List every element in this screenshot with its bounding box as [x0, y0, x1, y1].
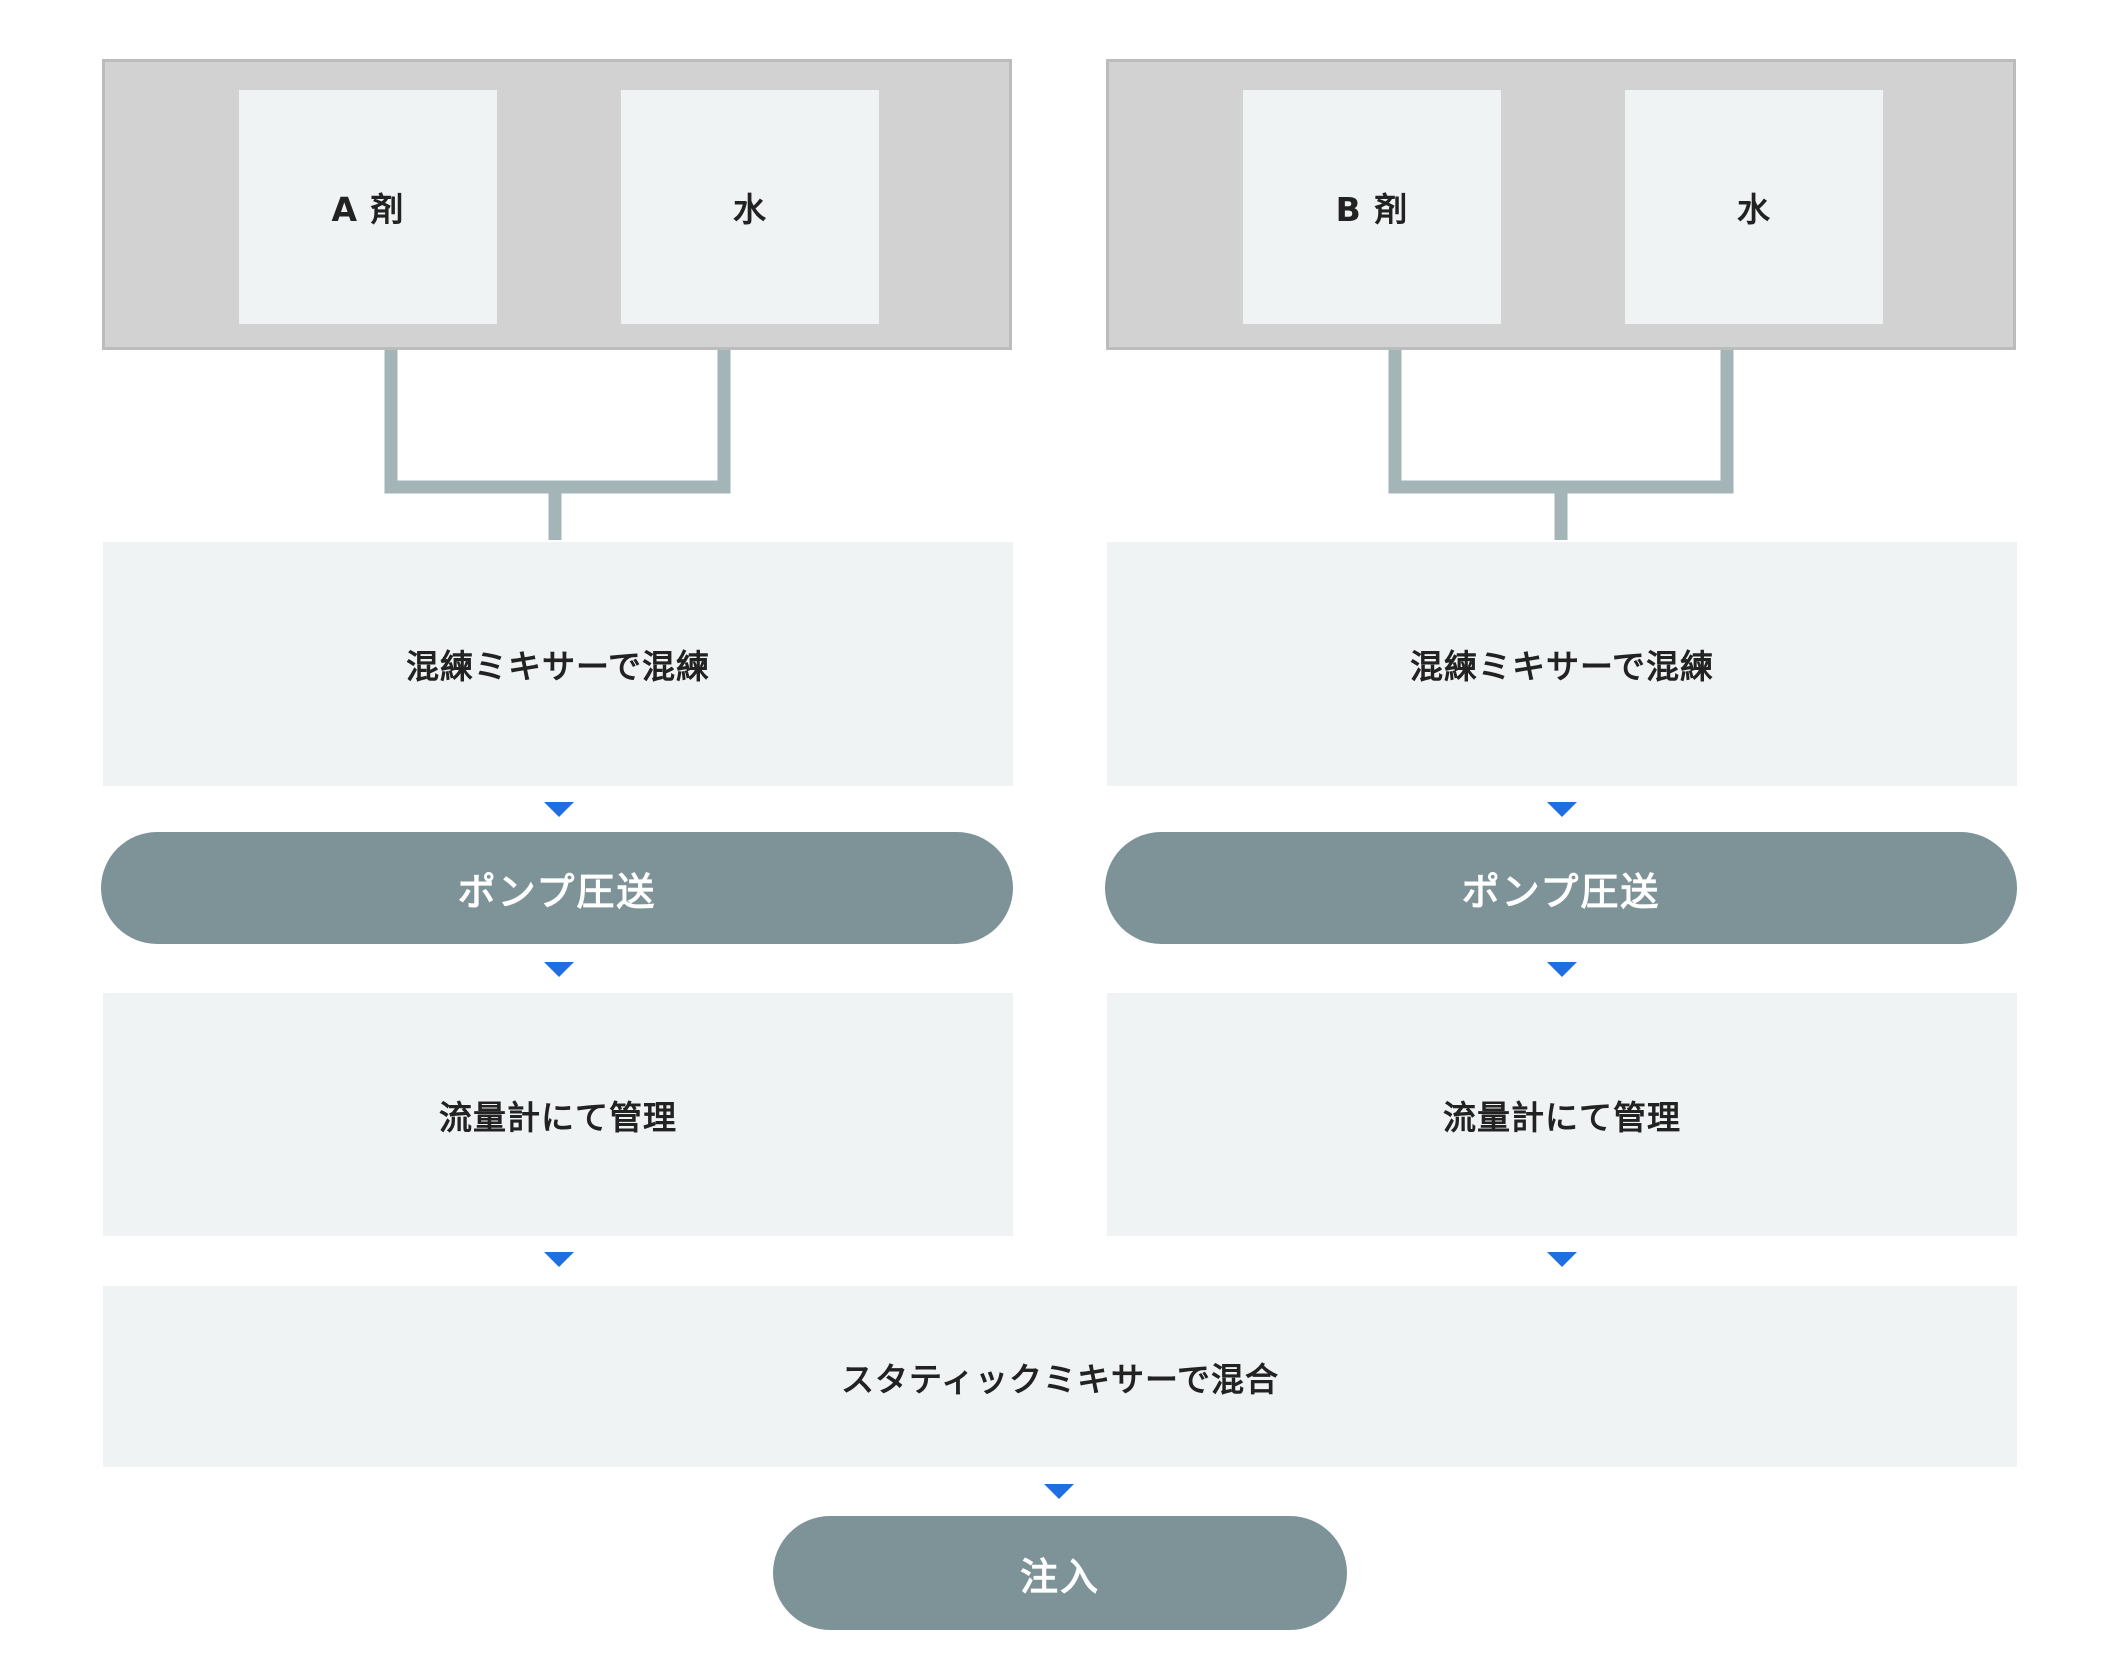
- left-mix-step-label: 混練ミキサーで混練: [405, 647, 711, 686]
- right-tank-group: B 剤 水: [1106, 59, 2016, 350]
- left-arrow-2: [544, 962, 574, 977]
- tank-b-agent: B 剤: [1243, 90, 1501, 324]
- right-arrow-2: [1547, 962, 1577, 977]
- right-pump-step: ポンプ圧送: [1105, 832, 2017, 944]
- right-mix-step: 混練ミキサーで混練: [1107, 542, 2017, 786]
- tank-water-left: 水: [621, 90, 879, 324]
- left-flow-step: 流量計にて管理: [103, 993, 1013, 1236]
- right-arrow-1: [1547, 802, 1577, 817]
- left-pipe: [384, 350, 731, 540]
- final-arrow: [1044, 1484, 1074, 1499]
- tank-water-right-label: 水: [1737, 190, 1771, 229]
- inject-step-label: 注入: [1019, 1554, 1100, 1599]
- tank-a-agent: A 剤: [239, 90, 497, 324]
- left-pump-step: ポンプ圧送: [101, 832, 1013, 944]
- right-pump-step-label: ポンプ圧送: [1461, 869, 1661, 914]
- left-arrow-1: [544, 802, 574, 817]
- tank-b-agent-label: B 剤: [1335, 190, 1409, 229]
- left-pump-step-label: ポンプ圧送: [457, 869, 657, 914]
- right-pipe: [1388, 350, 1734, 540]
- right-arrow-3: [1547, 1252, 1577, 1267]
- tank-water-right: 水: [1625, 90, 1883, 324]
- left-mix-step: 混練ミキサーで混練: [103, 542, 1013, 786]
- left-tank-group: A 剤 水: [102, 59, 1012, 350]
- right-flow-step: 流量計にて管理: [1107, 993, 2017, 1236]
- tank-water-left-label: 水: [733, 190, 767, 229]
- left-flow-step-label: 流量計にて管理: [439, 1097, 677, 1137]
- right-mix-step-label: 混練ミキサーで混練: [1409, 647, 1715, 686]
- static-mixer-step: スタティックミキサーで混合: [103, 1286, 2017, 1467]
- right-flow-step-label: 流量計にて管理: [1443, 1097, 1681, 1137]
- left-arrow-3: [544, 1252, 574, 1267]
- static-mixer-step-label: スタティックミキサーで混合: [840, 1359, 1280, 1399]
- tank-a-agent-label: A 剤: [331, 190, 405, 229]
- inject-step: 注入: [773, 1516, 1347, 1630]
